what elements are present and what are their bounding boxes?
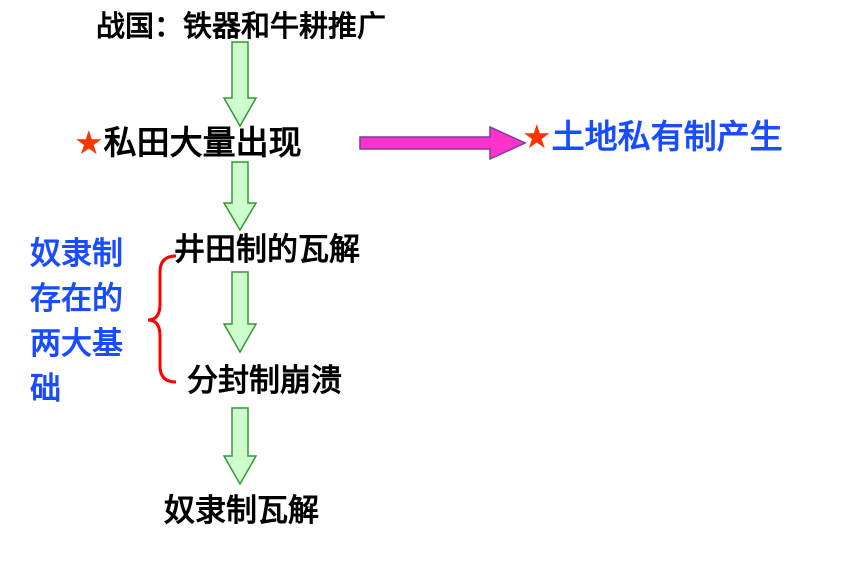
land-ownership-node: ★土地私有制产生 — [522, 120, 783, 153]
star-icon: ★ — [74, 123, 104, 162]
down-arrow-2 — [222, 161, 258, 232]
down-arrow-1 — [222, 41, 258, 128]
well-field-node: 井田制的瓦解 — [174, 232, 360, 268]
top-node: 战国：铁器和牛耕推广 — [96, 9, 387, 43]
private-fields-label: 私田大量出现 — [103, 123, 302, 162]
down-arrow-3 — [222, 271, 258, 354]
side-label-line: 础 — [30, 371, 61, 407]
side-label-line: 存在的 — [30, 281, 123, 317]
slavery-node: 奴隶制瓦解 — [164, 493, 319, 529]
side-label: 奴隶制 存在的 两大基 础 — [30, 232, 123, 412]
star-icon: ★ — [522, 117, 552, 156]
land-ownership-label: 土地私有制产生 — [551, 117, 783, 156]
curly-brace — [147, 254, 177, 384]
side-label-line: 两大基 — [30, 326, 123, 362]
right-arrow — [359, 125, 527, 161]
private-fields-node: ★私田大量出现 — [74, 126, 302, 159]
down-arrow-4 — [222, 407, 258, 486]
side-label-line: 奴隶制 — [30, 236, 123, 272]
enfeoffment-node: 分封制崩溃 — [187, 363, 342, 399]
